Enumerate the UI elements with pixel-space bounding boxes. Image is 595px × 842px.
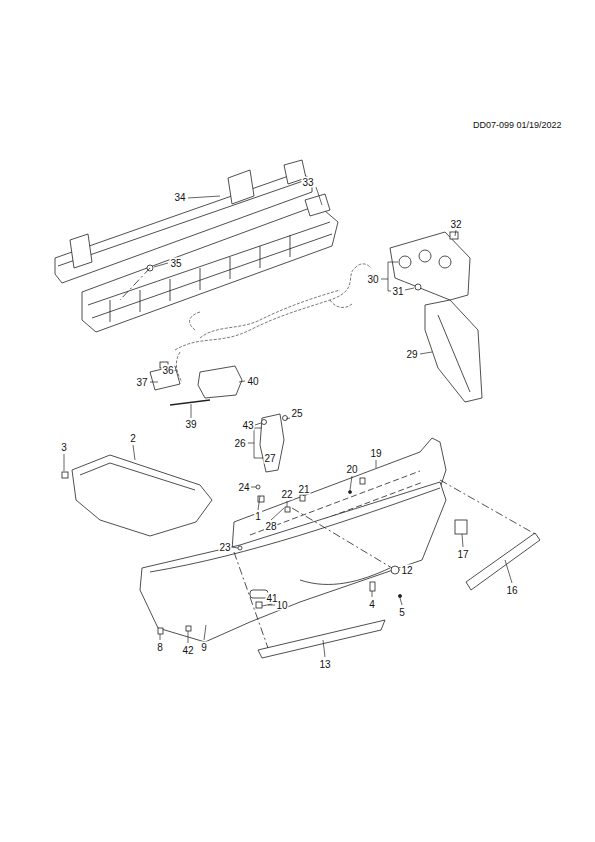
leader-lines	[64, 187, 512, 657]
callout-number: 39	[184, 419, 197, 430]
callout-number: 1	[254, 511, 262, 522]
energy-absorber	[82, 194, 338, 332]
callout-number: 27	[263, 453, 276, 464]
callout-number: 29	[405, 349, 418, 360]
callout-number: 13	[318, 659, 331, 670]
callout-number: 3	[60, 442, 68, 453]
callout-number: 28	[264, 521, 277, 532]
callout-number: 26	[233, 438, 246, 449]
callout-number: 40	[246, 376, 259, 387]
callout-number: 24	[237, 482, 250, 493]
callout-number: 17	[456, 549, 469, 560]
callout-number: 31	[391, 286, 404, 297]
callout-number: 37	[135, 377, 148, 388]
callout-number: 41	[265, 593, 278, 604]
callout-number: 16	[505, 585, 518, 596]
lower-strip	[258, 620, 385, 658]
trim-panel	[72, 455, 212, 536]
lamp-bracket	[390, 232, 470, 300]
callout-number: 12	[400, 565, 413, 576]
callout-number: 9	[200, 642, 208, 653]
callout-number: 36	[161, 365, 174, 376]
fascia	[140, 438, 467, 642]
callout-number: 34	[173, 192, 186, 203]
callout-number: 22	[280, 489, 293, 500]
side-bracket	[425, 300, 482, 402]
callout-number: 4	[368, 599, 376, 610]
rod	[170, 400, 210, 405]
callout-number: 25	[290, 408, 303, 419]
center-bracket	[260, 414, 284, 472]
cover	[198, 366, 242, 398]
callout-number: 5	[398, 607, 406, 618]
wiring-harness	[175, 264, 371, 382]
callout-number: 42	[181, 645, 194, 656]
edge	[438, 315, 470, 392]
callout-number: 33	[301, 177, 314, 188]
assembly-lines	[120, 268, 535, 648]
drawing-code: DD07-099 01/19/2022	[472, 120, 563, 131]
callout-number: 2	[129, 433, 137, 444]
side-strip	[466, 533, 540, 590]
callout-number: 43	[241, 420, 254, 431]
callout-number: 20	[345, 464, 358, 475]
callout-number: 19	[369, 448, 382, 459]
callout-number: 8	[156, 642, 164, 653]
callout-number: 30	[366, 274, 379, 285]
callout-number: 21	[297, 484, 310, 495]
callout-number: 32	[449, 219, 462, 230]
callout-number: 23	[218, 542, 231, 553]
callout-number: 35	[169, 258, 182, 269]
